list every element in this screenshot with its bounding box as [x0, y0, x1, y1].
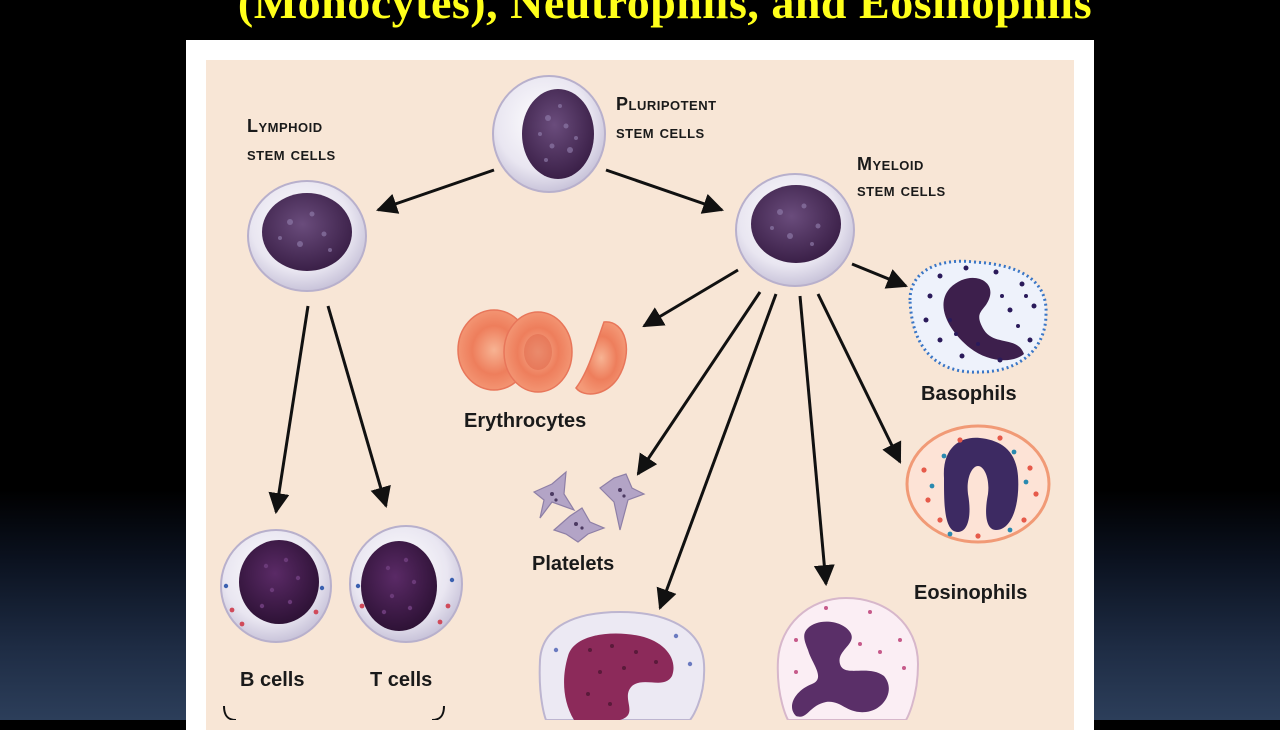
figure-frame [186, 40, 1094, 730]
lymphocyte-bracket [223, 705, 445, 720]
arrow-icon [605, 168, 724, 214]
arrows [268, 168, 908, 610]
label-b-cells: B cells [240, 669, 304, 691]
basophil-icon [908, 259, 1048, 374]
arrow-icon [642, 268, 739, 328]
eosinophil-icon [905, 424, 1051, 544]
lymphoid-stem-cell [247, 180, 367, 292]
arrow-icon [636, 291, 762, 476]
platelet-icon [532, 470, 646, 543]
pluripotent-stem-cell [492, 75, 606, 193]
neutrophil-icon [776, 596, 920, 720]
label-eosinophils: Eosinophils [914, 582, 1027, 604]
label-myeloid-line2: stem cells [857, 180, 946, 200]
label-myeloid-line1: Myeloid [857, 154, 924, 174]
diagram-labels: Pluripotent stem cells Lymphoid stem cel… [240, 94, 1027, 691]
label-lymphoid-line1: Lymphoid [247, 116, 323, 136]
arrow-icon [326, 305, 391, 509]
label-platelets: Platelets [532, 553, 614, 575]
label-erythrocytes: Erythrocytes [464, 410, 586, 432]
monocyte-icon [538, 610, 706, 720]
label-basophils: Basophils [921, 383, 1017, 405]
arrow-icon [798, 295, 835, 587]
lymphocyte-icon [349, 525, 463, 643]
lymphocyte-icon [220, 529, 332, 643]
label-pluripotent-line1: Pluripotent [616, 94, 717, 114]
label-lymphoid-line2: stem cells [247, 144, 336, 164]
arrow-icon [851, 262, 908, 289]
arrow-icon [376, 168, 495, 214]
myeloid-stem-cell [735, 173, 855, 287]
slide-title: (Monocytes), Neutrophils, and Eosinophil… [237, 0, 1093, 28]
arrow-icon [816, 293, 902, 464]
arrow-icon [656, 293, 778, 610]
label-t-cells: T cells [370, 669, 432, 691]
label-pluripotent-line2: stem cells [616, 122, 705, 142]
erythrocyte-icon [457, 309, 628, 395]
arrow-icon [268, 305, 310, 515]
